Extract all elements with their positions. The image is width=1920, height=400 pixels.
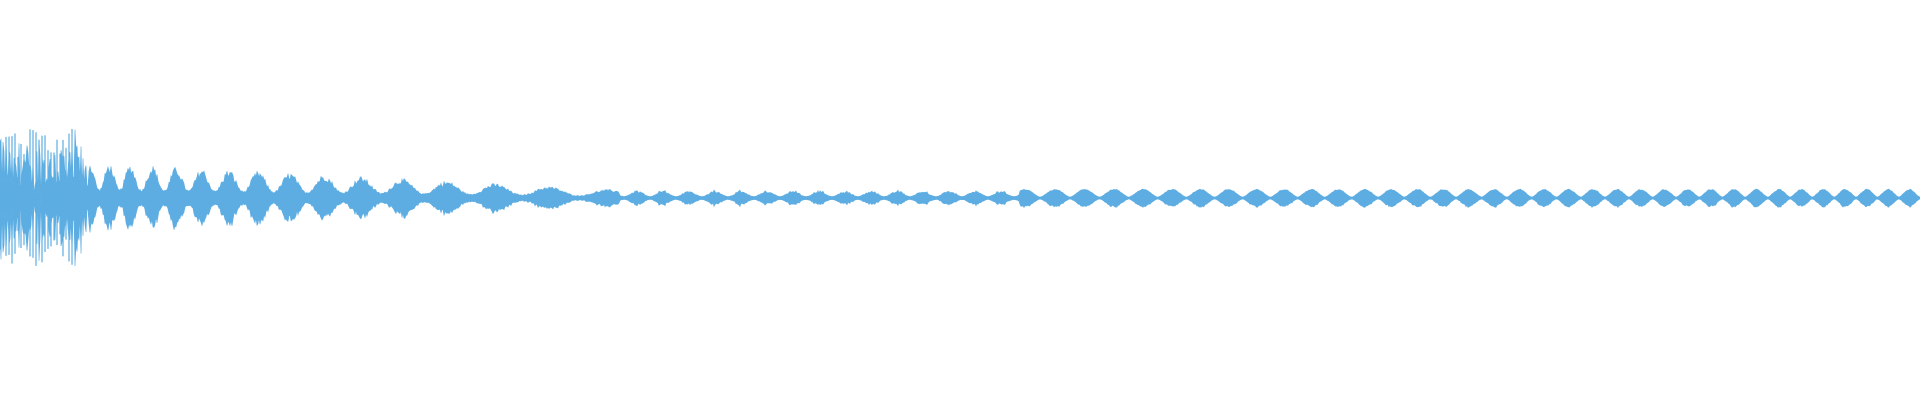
waveform-display — [0, 129, 1920, 267]
audio-waveform — [0, 129, 1920, 267]
